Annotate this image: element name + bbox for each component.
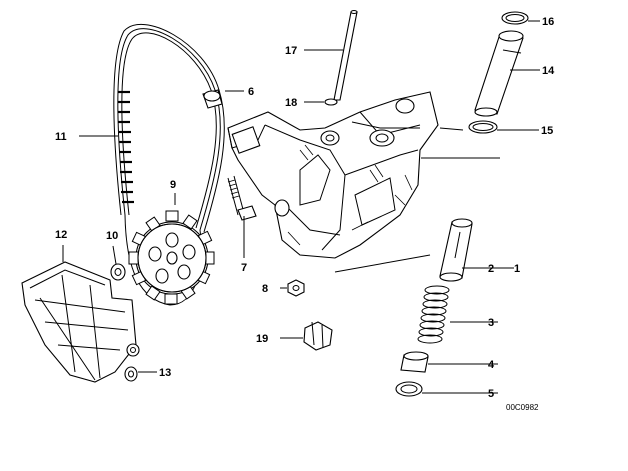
callout-4: 4 — [488, 359, 495, 371]
callout-labels: 1 2 3 4 5 6 7 8 9 10 11 12 13 14 15 16 1… — [55, 16, 555, 400]
callout-10: 10 — [106, 230, 118, 242]
bolt-part-6 — [202, 89, 223, 109]
callout-15: 15 — [541, 125, 553, 137]
callout-2: 2 — [488, 263, 494, 275]
spring-part-3 — [417, 285, 450, 344]
o-ring-part-16 — [501, 11, 529, 25]
callout-16: 16 — [542, 16, 554, 28]
nut-part-8 — [287, 279, 305, 297]
piston-part-2 — [439, 218, 473, 282]
pin-part-17 — [333, 9, 358, 101]
oil-pump-housing — [227, 91, 439, 259]
washer-part-5 — [395, 381, 423, 397]
callout-14: 14 — [542, 65, 555, 77]
bolt-part-7 — [227, 175, 257, 221]
diagram-code: 00C0982 — [506, 403, 539, 412]
callout-1: 1 — [514, 263, 520, 275]
clip-part-19 — [303, 321, 333, 351]
callout-17: 17 — [285, 45, 297, 57]
callout-8: 8 — [262, 283, 268, 295]
nut-part-13 — [124, 366, 138, 382]
callout-5: 5 — [488, 388, 494, 400]
tube-part-14 — [474, 30, 524, 117]
callout-19: 19 — [256, 333, 268, 345]
spacer-part-10 — [110, 263, 126, 281]
o-ring-part-18 — [324, 98, 338, 106]
callout-13: 13 — [159, 367, 171, 379]
callout-11: 11 — [55, 131, 67, 143]
callout-9: 9 — [170, 179, 176, 191]
callout-7: 7 — [241, 262, 247, 274]
o-ring-part-15 — [468, 120, 498, 134]
callout-12: 12 — [55, 229, 67, 241]
callout-18: 18 — [285, 97, 297, 109]
chain-sprocket — [128, 210, 215, 305]
timing-chain — [113, 23, 225, 306]
callout-3: 3 — [488, 317, 494, 329]
callout-6: 6 — [248, 86, 254, 98]
chain-guard-cover — [21, 261, 140, 383]
leader-lines — [62, 20, 540, 394]
sleeve-part-4 — [400, 351, 429, 373]
